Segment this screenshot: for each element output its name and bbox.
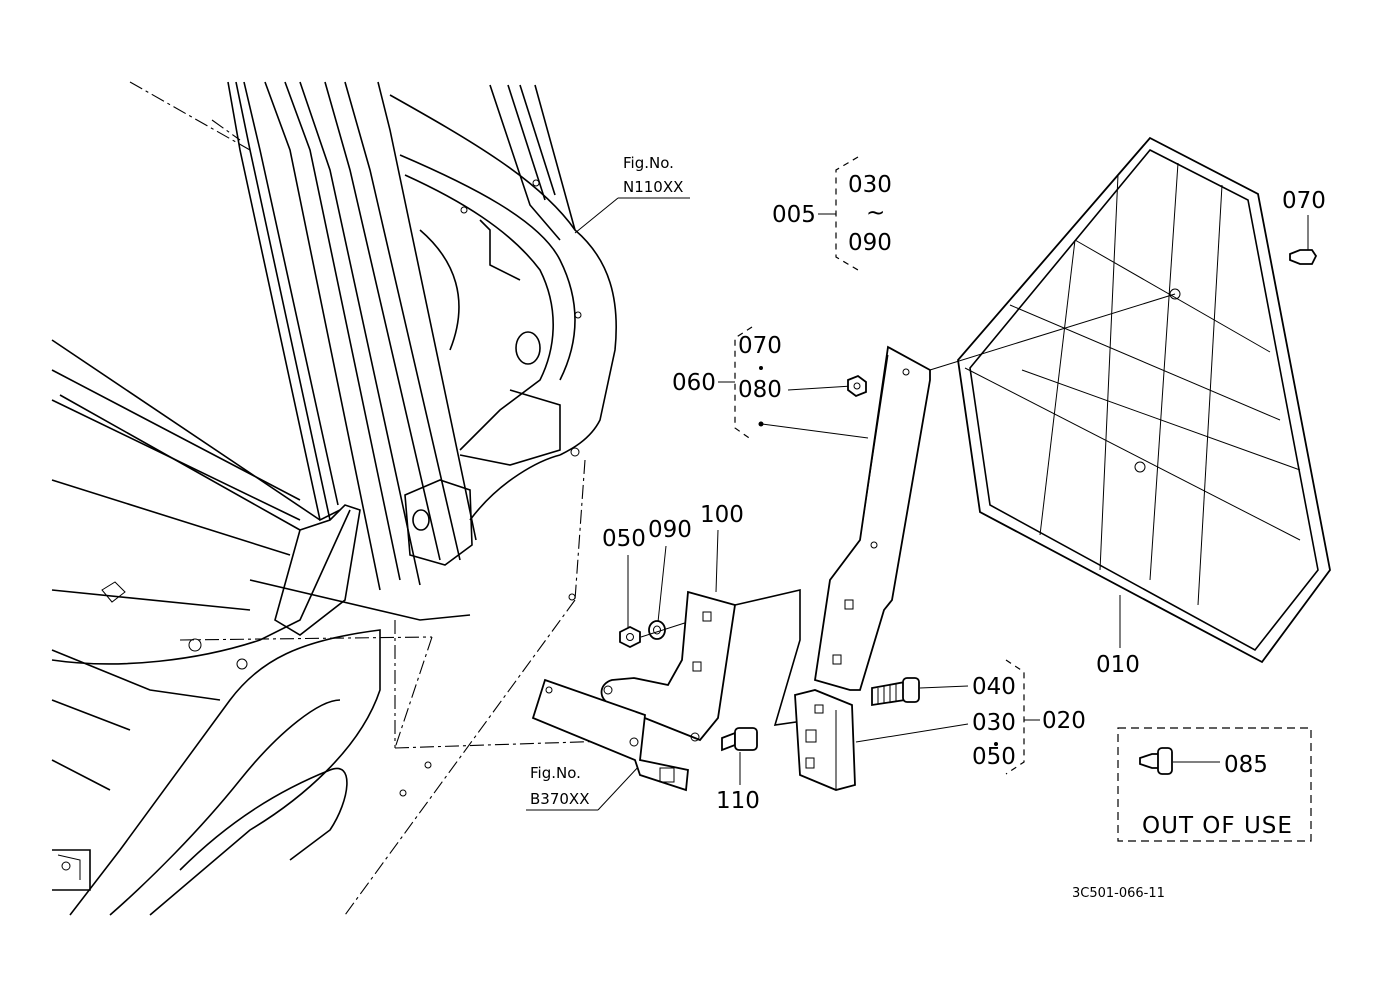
- out-of-use-label: OUT OF USE: [1142, 813, 1293, 839]
- out-of-use-box: 085 OUT OF USE: [1117, 727, 1312, 842]
- callout-060: 060: [672, 370, 716, 396]
- callout-050-left: 050: [602, 526, 646, 552]
- group-060: 060 070 080: [672, 326, 869, 441]
- callout-tilde: ~: [866, 200, 885, 226]
- callout-040: 040: [972, 674, 1016, 700]
- group-005: 005 030 ~ 090: [772, 156, 892, 271]
- callout-010: 010: [1096, 652, 1140, 678]
- fig-ref-bottom: Fig.No. B370XX: [526, 764, 641, 811]
- fig-ref-bottom-line2: B370XX: [530, 790, 589, 808]
- callout-110: 110: [716, 788, 760, 814]
- long-bracket: [813, 345, 931, 691]
- fig-ref-bottom-line1: Fig.No.: [530, 764, 581, 782]
- callout-080: 080: [738, 377, 782, 403]
- drawing-code: 3C501-066-11: [1072, 886, 1165, 901]
- callout-050-group: 050: [972, 744, 1016, 770]
- callout-100: 100: [700, 502, 744, 528]
- bracket-100: 050 090 100 110: [531, 502, 811, 814]
- clamp-020: 040 030 050 020: [794, 659, 1086, 791]
- callout-085: 085: [1224, 752, 1268, 778]
- cab-frame: [51, 81, 641, 916]
- callout-030-group: 030: [972, 710, 1016, 736]
- callout-090-top: 090: [848, 230, 892, 256]
- fig-ref-top-line2: N110XX: [623, 178, 683, 196]
- callout-070-group: 070: [738, 333, 782, 359]
- callout-005: 005: [772, 202, 816, 228]
- fig-ref-top-line1: Fig.No.: [623, 154, 674, 172]
- callout-030-top: 030: [848, 172, 892, 198]
- callout-090-left: 090: [648, 517, 692, 543]
- callout-070-right: 070: [1282, 188, 1326, 214]
- screw-070: 070: [1282, 188, 1326, 265]
- fig-ref-top: Fig.No. N110XX: [574, 154, 690, 234]
- grille-panel: [929, 136, 1331, 664]
- callout-020: 020: [1042, 708, 1086, 734]
